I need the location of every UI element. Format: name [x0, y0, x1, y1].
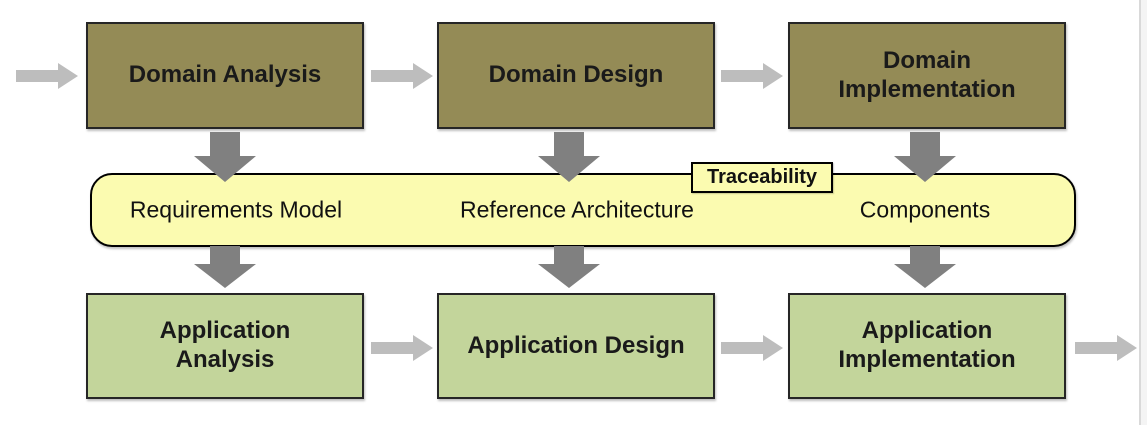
box-domain-implementation: Domain Implementation: [788, 22, 1066, 129]
box-label: Domain Implementation: [838, 46, 1016, 103]
down-arrow-band-to-application-design: [538, 246, 600, 288]
box-label: Application Analysis: [159, 317, 291, 373]
flow-arrow-exit-bottom: [1075, 335, 1137, 361]
band-item-components: Components: [859, 196, 991, 223]
traceability-band: Requirements Model Reference Architectur…: [90, 173, 1076, 247]
page-edge-line: [1139, 0, 1141, 425]
band-item-reference-architecture: Reference Architecture: [460, 196, 694, 223]
box-application-analysis: Application Analysis: [86, 293, 364, 399]
box-label: Domain Analysis: [128, 61, 322, 89]
box-label: Application Implementation: [838, 317, 1016, 373]
down-arrow-domain-design-to-band: [538, 132, 600, 182]
box-label: Application Design: [467, 331, 685, 359]
flow-arrow-application-analysis-to-design: [371, 335, 433, 361]
box-application-implementation: Application Implementation: [788, 293, 1066, 399]
band-item-requirements-model: Requirements Model: [129, 196, 343, 223]
down-arrow-band-to-application-analysis: [194, 246, 256, 288]
flow-arrow-application-design-to-implementation: [721, 335, 783, 361]
down-arrow-domain-analysis-to-band: [194, 132, 256, 182]
flow-arrow-domain-design-to-implementation: [721, 63, 783, 89]
box-domain-design: Domain Design: [437, 22, 715, 129]
flow-arrow-entry-top: [16, 63, 78, 89]
box-domain-analysis: Domain Analysis: [86, 22, 364, 129]
box-application-design: Application Design: [437, 293, 715, 399]
box-label: Domain Design: [488, 61, 664, 89]
traceability-tag-label: Traceability: [706, 166, 818, 188]
flow-arrow-domain-analysis-to-design: [371, 63, 433, 89]
traceability-tag: Traceability: [691, 162, 833, 193]
page-edge-margin: [1141, 0, 1147, 425]
down-arrow-domain-implementation-to-band: [894, 132, 956, 182]
down-arrow-band-to-application-implementation: [894, 246, 956, 288]
